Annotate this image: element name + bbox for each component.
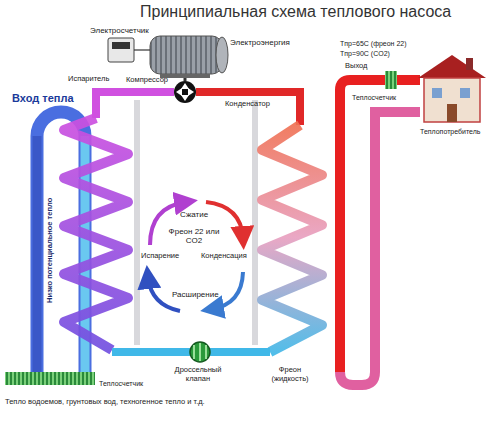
process-label: Расширение xyxy=(172,290,219,299)
liquid-refrigerant-label: Фреон (жидкость) xyxy=(262,366,318,383)
process-label: Сжатие xyxy=(180,210,208,219)
diagram-title: Принципиальная схема теплового насоса xyxy=(140,3,451,21)
throttle-valve-label: Дроссельный клапан xyxy=(168,366,228,383)
refrigerant-label: Фреон 22 или CO2 xyxy=(163,227,225,245)
temperature-note: Tпр=90С (CO2) xyxy=(340,50,390,58)
compressor-label: Компрессор xyxy=(126,76,168,85)
heat-source-note: Тепло водоемов, грунтовых вод, техногенн… xyxy=(5,398,210,407)
power-label: Электроэнергия xyxy=(230,38,290,47)
meter-label: Электросчетчик xyxy=(90,26,149,35)
condenser-label: Конденсатор xyxy=(225,100,270,109)
outlet-label: Выход xyxy=(345,62,367,71)
evaporator-label: Испаритель xyxy=(68,75,109,84)
process-label: Конденсация xyxy=(201,252,247,261)
process-label: Испарение xyxy=(141,252,179,261)
consumer-label: Теплопотребитель xyxy=(420,128,481,136)
temperature-note: Tпр=65С (фреон 22) xyxy=(340,40,407,48)
heat-meter-label: Теплосчетчик xyxy=(99,380,143,388)
low-grade-heat-label: Низко потенциальное тепло xyxy=(47,195,56,304)
heat-input-label: Вход тепла xyxy=(12,92,74,105)
heat-meter-label: Теплосчетчик xyxy=(352,94,396,102)
